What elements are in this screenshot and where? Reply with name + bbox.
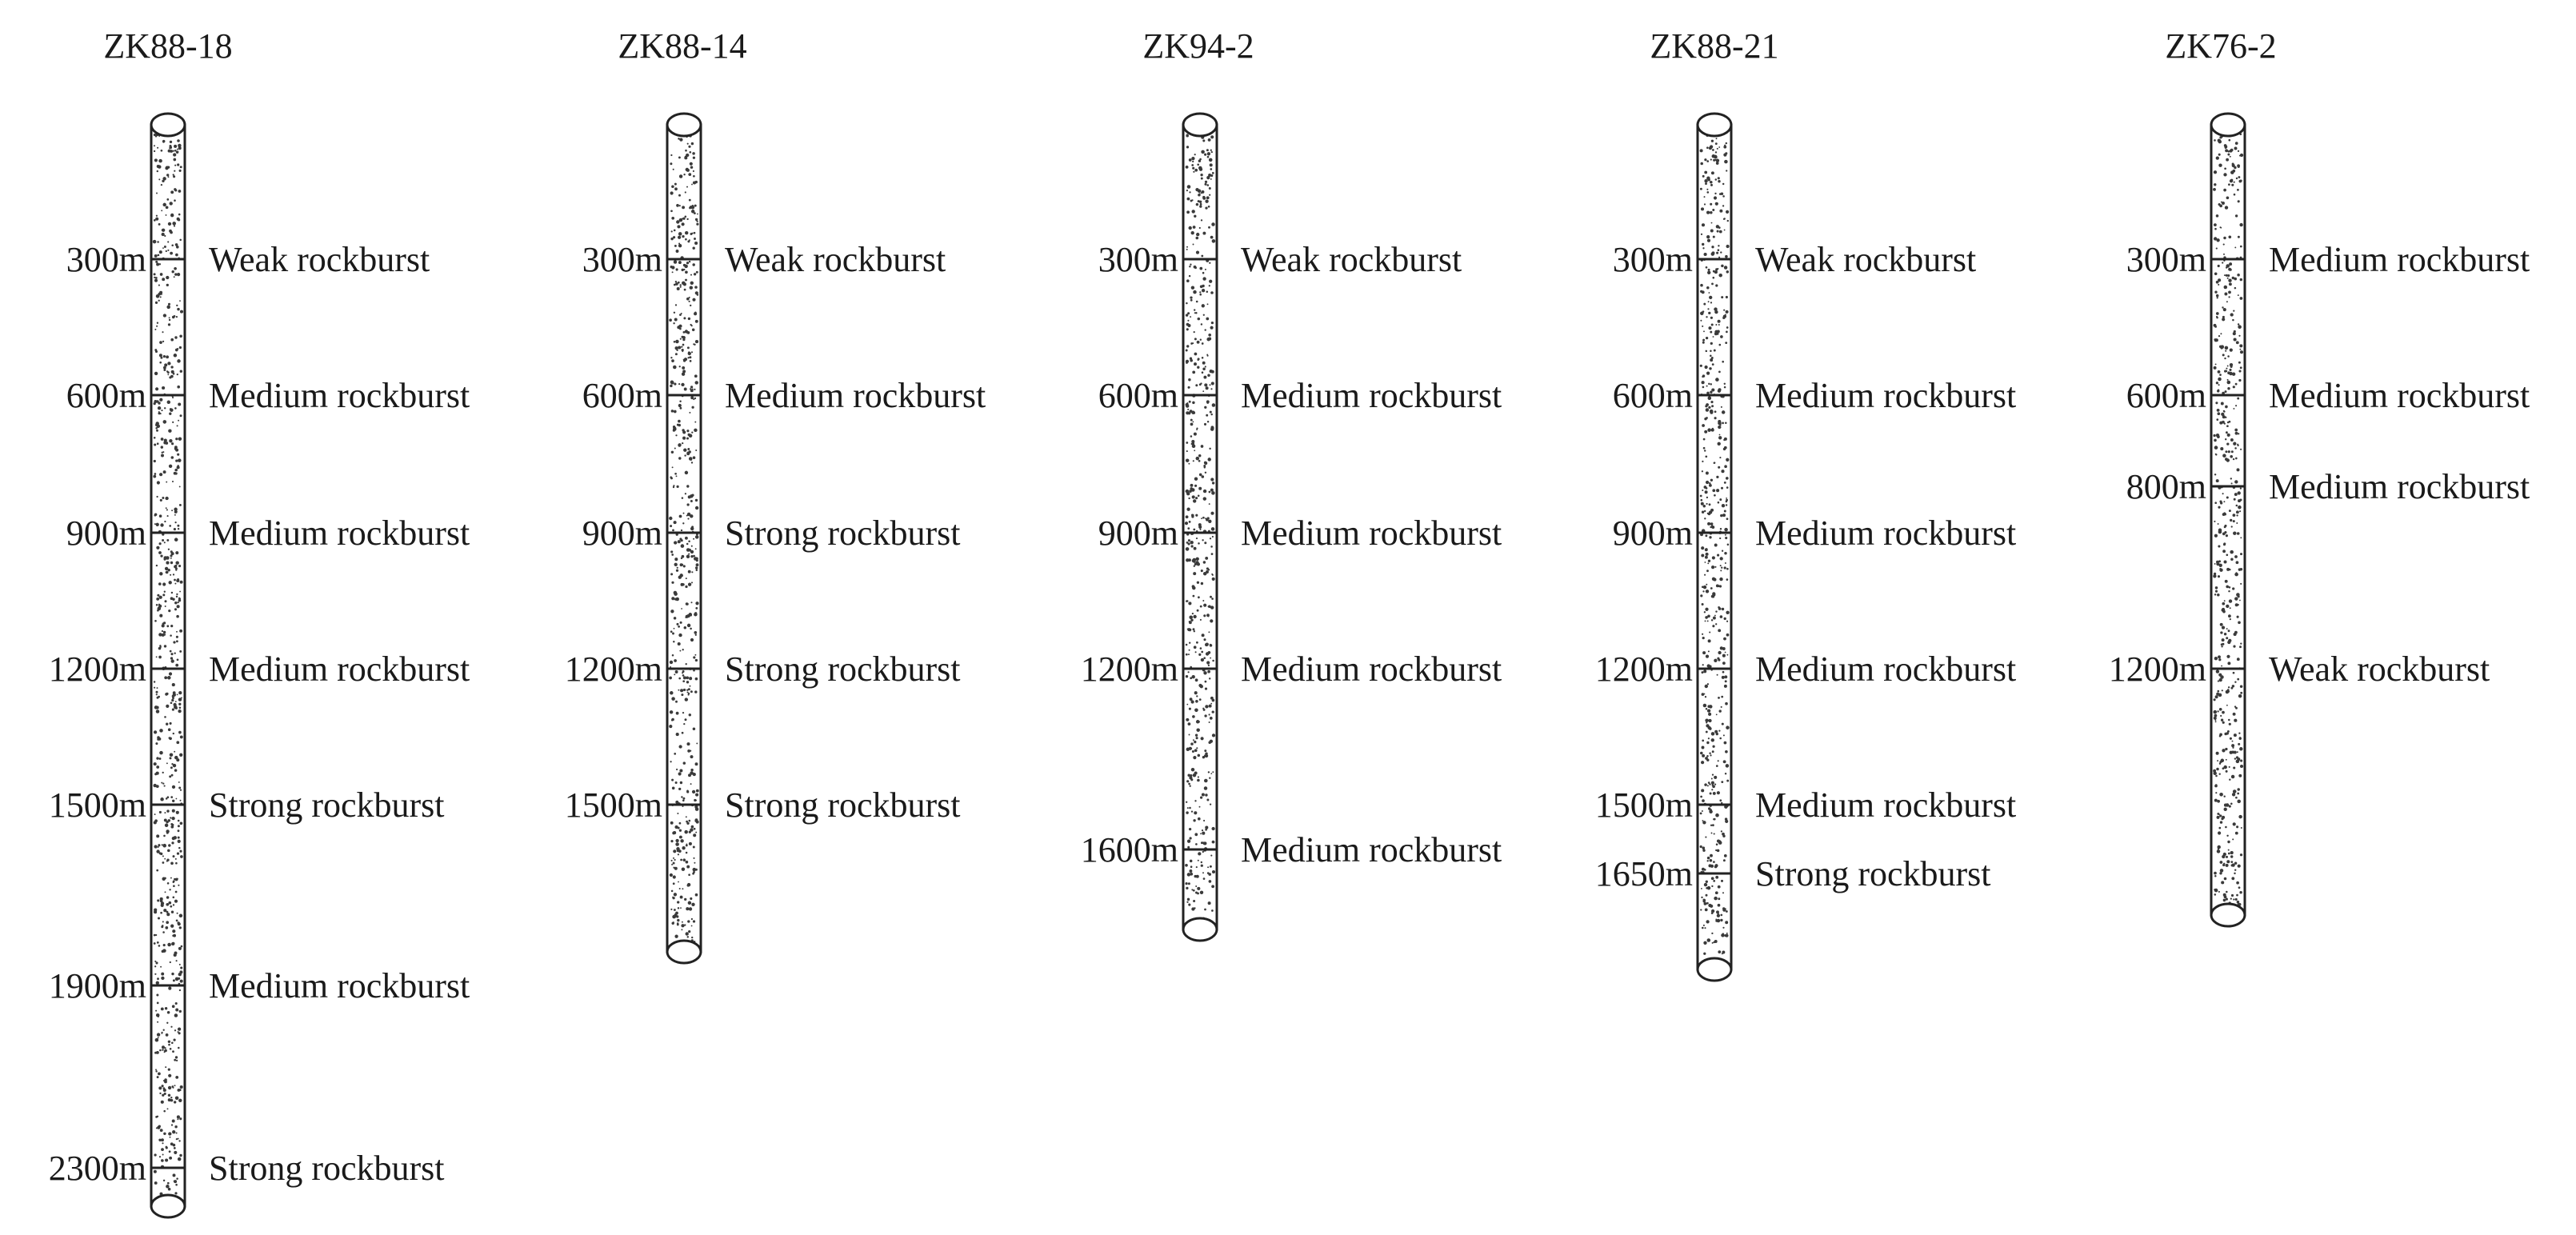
rockburst-grade-label: Medium rockburst (2269, 467, 2530, 506)
borehole-title: ZK88-14 (618, 26, 746, 66)
borehole-column: ZK88-14 300m Weak rockburst 600m Medium rock… (565, 26, 986, 965)
depth-label: 1200m (565, 649, 662, 689)
rockburst-grade-label: Medium rockburst (725, 376, 986, 415)
depth-label: 600m (66, 376, 146, 415)
shaft-top-cap (666, 112, 702, 138)
rockburst-grade-label: Medium rockburst (1755, 376, 2016, 415)
rockburst-grade-label: Weak rockburst (209, 240, 430, 279)
rockburst-grade-label: Strong rockburst (209, 785, 445, 825)
rockburst-grade-label: Medium rockburst (1755, 514, 2016, 553)
rockburst-grade-label: Medium rockburst (1241, 514, 1502, 553)
shaft-bottom-cap (666, 939, 702, 965)
depth-label: 2300m (49, 1149, 146, 1188)
rockburst-grade-label: Strong rockburst (725, 649, 961, 689)
rockburst-grade-label: Weak rockburst (1241, 240, 1462, 279)
rockburst-grade-label: Medium rockburst (1755, 649, 2016, 689)
rock-texture (1184, 134, 1216, 919)
rockburst-grade-label: Medium rockburst (209, 966, 470, 1005)
depth-label: 1500m (49, 785, 146, 825)
borehole-title: ZK88-18 (103, 26, 232, 66)
depth-label: 900m (1613, 514, 1693, 553)
depth-label: 1200m (1595, 649, 1693, 689)
depth-label: 600m (582, 376, 662, 415)
shaft-top-cap (1696, 112, 1733, 138)
depth-label: 300m (582, 240, 662, 279)
depth-label: 900m (66, 514, 146, 553)
rockburst-grade-label: Medium rockburst (1241, 830, 1502, 869)
rockburst-grade-label: Weak rockburst (2269, 649, 2490, 689)
depth-label: 1500m (565, 785, 662, 825)
rockburst-grade-label: Medium rockburst (1241, 376, 1502, 415)
rockburst-grade-label: Strong rockburst (1755, 854, 1991, 893)
rockburst-grade-label: Medium rockburst (209, 649, 470, 689)
rockburst-grade-label: Medium rockburst (2269, 240, 2530, 279)
rockburst-grade-label: Weak rockburst (1755, 240, 1976, 279)
rockburst-grade-label: Medium rockburst (2269, 376, 2530, 415)
depth-label: 800m (2126, 467, 2206, 506)
depth-label: 1650m (1595, 854, 1693, 893)
depth-label: 300m (2126, 240, 2206, 279)
rockburst-grade-label: Medium rockburst (209, 514, 470, 553)
shaft-top-cap (150, 112, 186, 138)
shaft-top-cap (2210, 112, 2246, 138)
rockburst-grade-label: Medium rockburst (209, 376, 470, 415)
depth-label: 600m (1098, 376, 1178, 415)
depth-label: 1200m (49, 649, 146, 689)
depth-label: 1600m (1081, 830, 1178, 869)
depth-label: 300m (1098, 240, 1178, 279)
rockburst-grade-label: Medium rockburst (1241, 649, 1502, 689)
depth-label: 600m (2126, 376, 2206, 415)
depth-label: 1200m (2109, 649, 2206, 689)
depth-label: 1500m (1595, 785, 1693, 825)
depth-label: 1900m (49, 966, 146, 1005)
borehole-shaft (666, 123, 702, 953)
borehole-title: ZK88-21 (1650, 26, 1778, 66)
depth-label: 300m (1613, 240, 1693, 279)
borehole-shaft (2210, 123, 2246, 917)
shaft-top-cap (1182, 112, 1218, 138)
shaft-bottom-cap (1696, 957, 1733, 982)
borehole-shaft (150, 123, 186, 1208)
rock-texture (1699, 131, 1730, 955)
rockburst-grade-label: Strong rockburst (725, 514, 961, 553)
rockburst-grade-label: Weak rockburst (725, 240, 946, 279)
rock-texture (152, 132, 184, 1196)
rockburst-grade-label: Strong rockburst (725, 785, 961, 825)
rock-texture (2213, 132, 2244, 906)
borehole-title: ZK94-2 (1142, 26, 1254, 66)
rockburst-grade-label: Strong rockburst (209, 1149, 445, 1188)
depth-label: 1200m (1081, 649, 1178, 689)
shaft-bottom-cap (150, 1193, 186, 1219)
depth-label: 300m (66, 240, 146, 279)
depth-label: 900m (582, 514, 662, 553)
rockburst-grade-label: Medium rockburst (1755, 785, 2016, 825)
shaft-bottom-cap (1182, 917, 1218, 942)
depth-label: 600m (1613, 376, 1693, 415)
borehole-title: ZK76-2 (2165, 26, 2276, 66)
shaft-bottom-cap (2210, 902, 2246, 928)
depth-label: 900m (1098, 514, 1178, 553)
